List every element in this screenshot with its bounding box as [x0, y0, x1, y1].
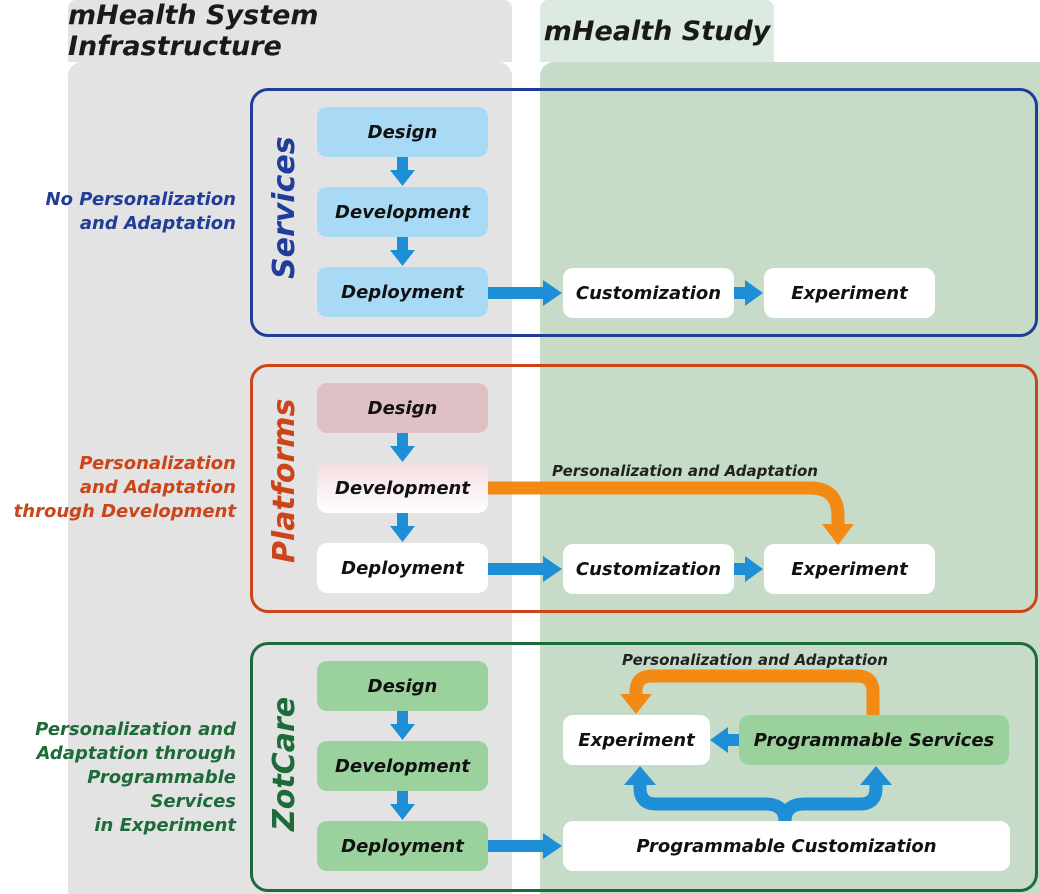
services-experiment-step: Experiment: [764, 268, 935, 318]
right-arrow-icon: [734, 280, 763, 306]
right-arrow-icon: [734, 556, 763, 582]
services-side-label: No Personalization and Adaptation: [6, 188, 236, 236]
platforms-development-step: Development: [317, 463, 488, 513]
side-label-line: and Adaptation: [79, 477, 236, 498]
orange-loop-arrow-icon: [620, 669, 880, 715]
services-design-step: Design: [317, 107, 488, 157]
side-label-line: Adaptation through: [36, 743, 236, 764]
zotcare-panel: [250, 642, 1038, 892]
zotcare-programmable-services-step: Programmable Services: [739, 715, 1009, 765]
side-label-line: in Experiment: [94, 815, 236, 836]
zotcare-side-label: Personalization and Adaptation through P…: [6, 718, 236, 838]
zotcare-programmable-customization-step: Programmable Customization: [563, 821, 1010, 871]
right-arrow-icon: [488, 280, 562, 306]
platforms-deployment-step: Deployment: [317, 543, 488, 593]
platforms-experiment-step: Experiment: [764, 544, 935, 594]
down-arrow-icon: [390, 791, 415, 820]
blue-brace-arrow-icon: [624, 766, 892, 822]
down-arrow-icon: [390, 513, 415, 542]
side-label-line: through Development: [13, 501, 236, 522]
platforms-panel: [250, 364, 1038, 613]
services-deployment-step: Deployment: [317, 267, 488, 317]
platforms-customization-step: Customization: [563, 544, 734, 594]
right-arrow-icon: [488, 556, 562, 582]
study-header: mHealth Study: [540, 0, 774, 62]
services-customization-step: Customization: [563, 268, 734, 318]
down-arrow-icon: [390, 157, 415, 186]
side-label-line: No Personalization: [45, 189, 236, 210]
side-label-line: Personalization and: [35, 719, 236, 740]
platforms-side-label: Personalization and Adaptation through D…: [6, 452, 236, 524]
services-development-step: Development: [317, 187, 488, 237]
down-arrow-icon: [390, 237, 415, 266]
side-label-line: Personalization: [79, 453, 236, 474]
platforms-design-step: Design: [317, 383, 488, 433]
platforms-flow-label: Personalization and Adaptation: [552, 462, 818, 480]
right-arrow-icon: [488, 833, 562, 859]
orange-personalization-arrow-icon: [488, 481, 854, 545]
down-arrow-icon: [390, 433, 415, 462]
infrastructure-header: mHealth System Infrastructure: [68, 0, 512, 62]
left-arrow-icon: [710, 727, 739, 753]
zotcare-design-step: Design: [317, 661, 488, 711]
side-label-line: Programmable Services: [87, 767, 236, 812]
zotcare-development-step: Development: [317, 741, 488, 791]
zotcare-flow-label: Personalization and Adaptation: [622, 651, 888, 669]
zotcare-experiment-step: Experiment: [563, 715, 710, 765]
down-arrow-icon: [390, 711, 415, 740]
services-panel: [250, 88, 1038, 337]
zotcare-deployment-step: Deployment: [317, 821, 488, 871]
side-label-line: and Adaptation: [79, 213, 236, 234]
